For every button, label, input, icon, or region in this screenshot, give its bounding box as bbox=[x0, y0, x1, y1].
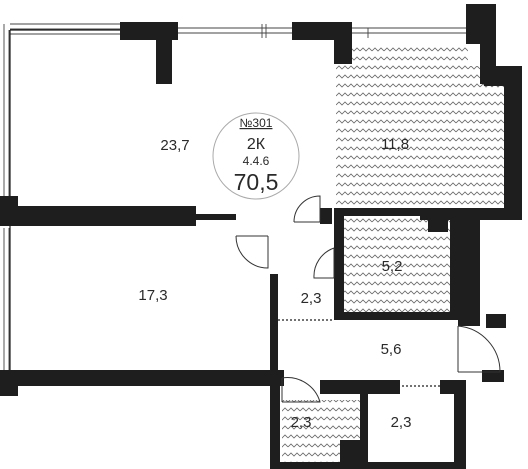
wall-corridor-left bbox=[270, 274, 278, 370]
wall-bottom-left bbox=[270, 372, 280, 469]
wall-right-bottom bbox=[482, 370, 504, 382]
room-labels: 23,7 11,8 17,3 5,2 2,3 5,6 2,3 2,3 bbox=[138, 136, 411, 431]
apartment-badge: №301 2К 4.4.6 70,5 bbox=[212, 112, 300, 200]
door-bedroom bbox=[235, 235, 269, 269]
walls bbox=[0, 4, 522, 469]
area-living: 23,7 bbox=[160, 137, 189, 154]
kitchen-hatch bbox=[336, 44, 504, 210]
wall-right-corner-2 bbox=[484, 66, 506, 86]
wall-bath-small-top bbox=[320, 380, 400, 394]
windows bbox=[3, 23, 466, 370]
apartment-number: №301 bbox=[240, 116, 273, 130]
badge-circle bbox=[212, 112, 300, 200]
door-living bbox=[293, 195, 321, 223]
wall-bath-top bbox=[334, 208, 420, 216]
wall-top-pillar bbox=[156, 22, 172, 84]
wall-bottom-edge bbox=[270, 462, 466, 469]
wall-bedroom-bottom bbox=[10, 370, 284, 386]
left-window-lower bbox=[3, 228, 10, 370]
wall-right-stub bbox=[486, 314, 506, 328]
bath-small-shaft-box bbox=[343, 445, 357, 463]
wall-bottom-right-top bbox=[440, 380, 466, 394]
apartment-total-area: 70,5 bbox=[234, 169, 279, 195]
area-bathroom-main: 5,2 bbox=[382, 258, 403, 275]
wall-bath-small-right bbox=[360, 392, 368, 469]
area-storage: 2,3 bbox=[391, 414, 412, 431]
door-entrance bbox=[457, 325, 501, 373]
area-bathroom-small: 2,3 bbox=[291, 414, 312, 431]
wall-living-bedroom-thin bbox=[196, 214, 236, 220]
kitchen-window bbox=[336, 27, 466, 38]
wall-shaft bbox=[428, 214, 448, 232]
area-hall: 5,6 bbox=[381, 341, 402, 358]
door-bath-main bbox=[313, 247, 335, 279]
shaft-box bbox=[429, 215, 447, 231]
wall-living-bedroom bbox=[10, 206, 196, 226]
thin-lines bbox=[9, 29, 454, 463]
top-window-ticks bbox=[261, 24, 267, 38]
apartment-section: 4.4.6 bbox=[243, 154, 270, 168]
left-window-upper bbox=[3, 24, 10, 198]
wall-right-corner bbox=[480, 4, 496, 84]
wall-right-column bbox=[458, 208, 480, 326]
wall-kitchen-pillar bbox=[334, 22, 352, 64]
wall-bath-bottom bbox=[334, 312, 460, 320]
bathroom-main-hatch bbox=[344, 216, 456, 314]
hatched-zones bbox=[282, 44, 504, 466]
door-bath-small bbox=[281, 377, 321, 403]
area-corridor: 2,3 bbox=[301, 290, 322, 307]
wall-top-b bbox=[292, 22, 336, 40]
wall-corridor-stub bbox=[320, 208, 332, 224]
wall-bath-right bbox=[450, 208, 460, 320]
wall-bottom-right bbox=[454, 380, 466, 469]
area-bedroom: 17,3 bbox=[138, 287, 167, 304]
wall-right-exterior bbox=[504, 66, 522, 210]
doors bbox=[235, 195, 501, 403]
wall-bath-left bbox=[334, 208, 344, 320]
apartment-type: 2К bbox=[247, 136, 266, 153]
area-kitchen: 11,8 bbox=[381, 136, 409, 153]
top-window bbox=[10, 23, 124, 35]
top-window-2 bbox=[178, 27, 292, 34]
